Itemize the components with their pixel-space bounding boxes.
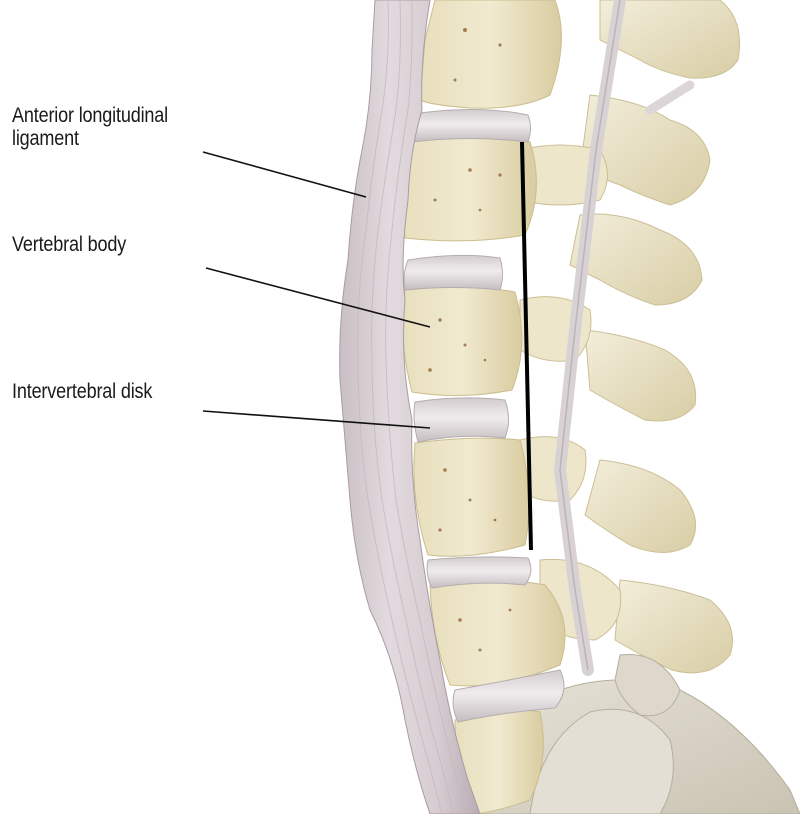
leader-line-intervertebral-disk [202,410,431,429]
anterior-longitudinal-ligament-band [339,0,481,814]
label-intervertebral-disk: Intervertebral disk [12,380,152,403]
vertebral-bodies [402,0,566,814]
label-vertebral-body-text: Vertebral body [12,233,127,256]
leader-lines [202,151,431,429]
leader-line-vertebral-body [205,267,431,328]
label-intervertebral-disk-text: Intervertebral disk [12,380,153,403]
sacrum [479,653,800,814]
intervertebral-disks [403,108,565,723]
label-anterior-longitudinal-ligament-line2: ligament [12,127,79,150]
label-anterior-longitudinal-ligament: Anterior longitudinal ligament [12,104,168,150]
label-vertebral-body: Vertebral body [12,233,126,256]
spinal-canal-marker-line [520,141,533,551]
leader-line-anterior-longitudinal-ligament [202,151,367,198]
label-anterior-longitudinal-ligament-line1: Anterior longitudinal [12,104,169,127]
posterior-cords [553,0,695,676]
posterior-processes [519,0,741,674]
